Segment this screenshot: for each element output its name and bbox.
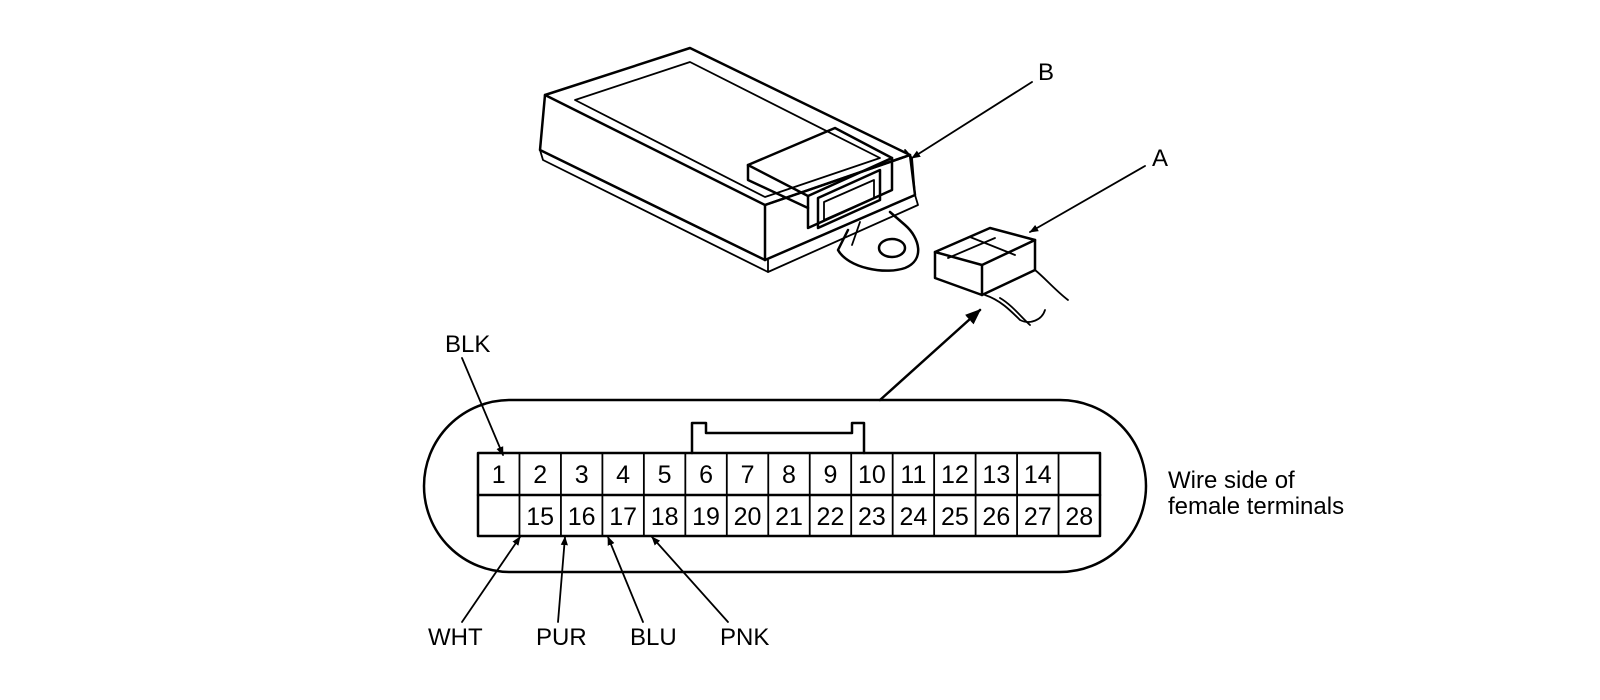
terminal-number: 28 bbox=[1065, 503, 1093, 531]
terminal-number: 1 bbox=[492, 461, 506, 489]
wht-leader bbox=[461, 536, 521, 623]
terminal-number: 5 bbox=[658, 461, 672, 489]
terminal-number: 6 bbox=[699, 461, 713, 489]
terminal-number: 19 bbox=[692, 503, 720, 531]
blk-label: BLK bbox=[445, 331, 490, 358]
callout-b-leader bbox=[911, 81, 1033, 159]
control-unit-socket bbox=[746, 126, 894, 230]
terminal-number: 27 bbox=[1024, 503, 1052, 531]
terminal-number: 24 bbox=[899, 503, 927, 531]
terminal-number: 16 bbox=[568, 503, 596, 531]
terminal-number: 26 bbox=[982, 503, 1010, 531]
callout-b-label: B bbox=[1038, 59, 1054, 86]
terminal-number: 15 bbox=[526, 503, 554, 531]
blk-leader bbox=[461, 357, 504, 456]
terminal-number: 7 bbox=[741, 461, 755, 489]
terminal-number: 8 bbox=[782, 461, 796, 489]
terminal-number: 12 bbox=[941, 461, 969, 489]
terminal-number: 20 bbox=[734, 503, 762, 531]
pur-leader bbox=[557, 536, 568, 623]
callout-a-leader bbox=[1029, 165, 1146, 233]
terminal-number: 11 bbox=[900, 461, 926, 489]
terminal-number: 2 bbox=[533, 461, 547, 489]
terminal-number: 4 bbox=[616, 461, 630, 489]
view-arrow bbox=[878, 308, 982, 402]
terminal-number: 14 bbox=[1024, 461, 1052, 489]
blu-label: BLU bbox=[630, 624, 677, 651]
terminal-number: 13 bbox=[982, 461, 1010, 489]
control-unit bbox=[538, 46, 920, 273]
terminal-number: 9 bbox=[824, 461, 838, 489]
terminal-number: 22 bbox=[817, 503, 845, 531]
terminal-number: 10 bbox=[858, 461, 886, 489]
caption-line-2: female terminals bbox=[1168, 493, 1344, 520]
pnk-leader bbox=[651, 536, 729, 623]
terminal-number: 3 bbox=[575, 461, 589, 489]
wht-label: WHT bbox=[428, 624, 483, 651]
terminal-number: 18 bbox=[651, 503, 679, 531]
caption-line-1: Wire side of bbox=[1168, 467, 1295, 494]
blu-leader bbox=[607, 536, 644, 623]
mounting-bracket bbox=[836, 210, 920, 272]
terminal-number: 25 bbox=[941, 503, 969, 531]
pur-label: PUR bbox=[536, 624, 587, 651]
harness-connector bbox=[933, 226, 1069, 326]
terminal-number: 21 bbox=[775, 503, 803, 531]
callout-a-label: A bbox=[1152, 145, 1168, 172]
terminal-number: 23 bbox=[858, 503, 886, 531]
terminal-number: 17 bbox=[609, 503, 637, 531]
pnk-label: PNK bbox=[720, 624, 769, 651]
